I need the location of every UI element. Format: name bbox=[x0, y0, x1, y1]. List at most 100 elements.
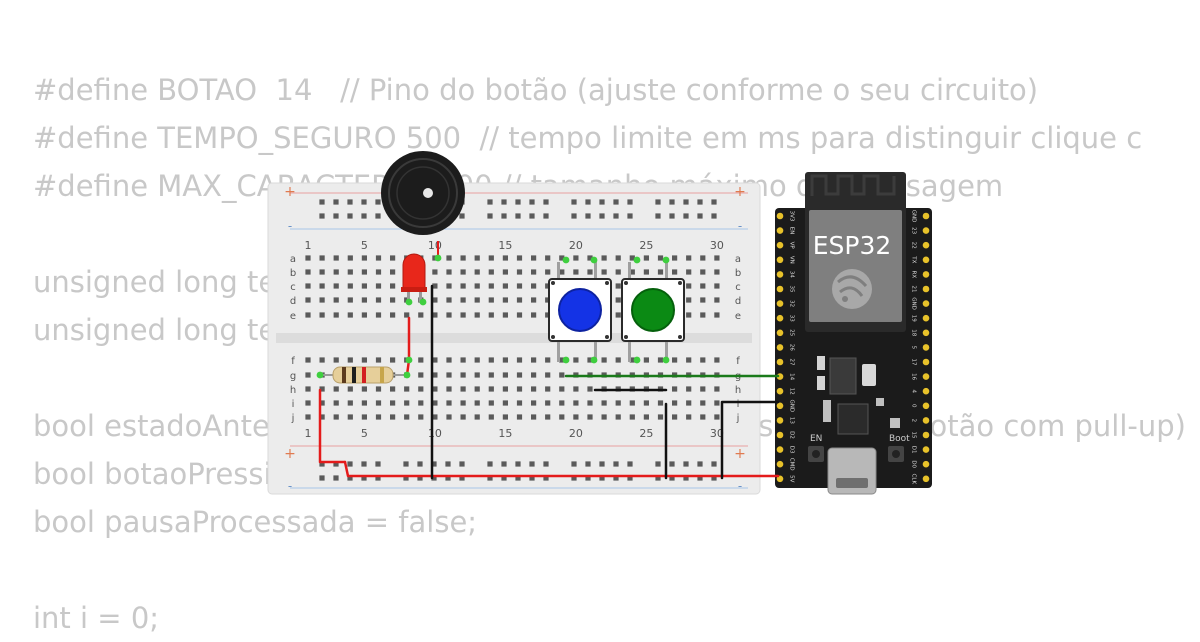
hole bbox=[432, 400, 438, 406]
hole bbox=[319, 283, 325, 289]
hole bbox=[516, 414, 523, 420]
rail-hole bbox=[613, 461, 619, 467]
pin-label: 23 bbox=[911, 227, 917, 234]
hole bbox=[460, 386, 466, 392]
hole bbox=[545, 357, 551, 363]
hole bbox=[502, 386, 508, 392]
hole bbox=[516, 400, 523, 406]
pin-label: D0 bbox=[911, 460, 917, 468]
hole bbox=[531, 297, 537, 303]
hole bbox=[700, 400, 706, 406]
hole bbox=[390, 386, 396, 392]
pin-label: 13 bbox=[789, 417, 795, 424]
hole bbox=[446, 400, 452, 406]
connection-points bbox=[316, 254, 670, 379]
rail-hole bbox=[403, 461, 409, 467]
hole bbox=[474, 357, 480, 363]
hole bbox=[700, 312, 706, 318]
hole bbox=[418, 386, 424, 392]
pin-label: GND bbox=[789, 399, 795, 412]
hole bbox=[643, 357, 649, 363]
hole bbox=[531, 269, 537, 275]
hole bbox=[545, 297, 551, 303]
rail-hole bbox=[599, 213, 605, 219]
rail-hole bbox=[515, 475, 521, 481]
pin-pad bbox=[922, 314, 930, 322]
rail-hole bbox=[529, 199, 535, 205]
hole bbox=[375, 312, 382, 318]
column-number: 5 bbox=[361, 239, 368, 252]
rail-hole bbox=[403, 475, 409, 481]
hole bbox=[347, 297, 353, 303]
rail-hole bbox=[697, 213, 703, 219]
hole bbox=[432, 386, 438, 392]
connection-dot bbox=[590, 356, 598, 364]
hole bbox=[502, 372, 508, 378]
rail-hole bbox=[375, 461, 381, 467]
pin-pad bbox=[922, 373, 930, 380]
rail-hole bbox=[347, 461, 353, 467]
hole bbox=[700, 357, 706, 363]
hole bbox=[375, 283, 382, 289]
hole bbox=[516, 357, 523, 363]
hole bbox=[319, 312, 325, 318]
rail-hole bbox=[585, 213, 591, 219]
rail-hole bbox=[711, 461, 717, 467]
pin-label: 27 bbox=[789, 359, 795, 366]
pin-label: 3V3 bbox=[789, 211, 795, 222]
rail-hole bbox=[711, 475, 717, 481]
hole bbox=[319, 255, 325, 261]
hole bbox=[361, 269, 367, 275]
hole bbox=[615, 297, 621, 303]
rail-hole bbox=[459, 461, 465, 467]
wires bbox=[318, 284, 780, 480]
hole bbox=[474, 269, 480, 275]
hole bbox=[446, 255, 452, 261]
row-letter: d bbox=[735, 296, 741, 307]
pin-pad bbox=[922, 300, 930, 307]
hole bbox=[587, 386, 593, 392]
hole bbox=[686, 414, 692, 420]
pin-label: 19 bbox=[911, 315, 917, 322]
hole bbox=[361, 400, 367, 406]
hole bbox=[545, 312, 551, 318]
hole bbox=[375, 255, 382, 261]
hole bbox=[700, 386, 706, 392]
rail-hole bbox=[431, 475, 437, 481]
code-line: int i = 0; bbox=[33, 601, 160, 635]
pin-label: 4 bbox=[911, 389, 917, 393]
pin-label: 34 bbox=[789, 271, 795, 278]
rail-hole bbox=[445, 475, 451, 481]
hole bbox=[545, 414, 551, 420]
esp32-board: ESP32 EN Boot 3V3ENVPVN34353233252627141… bbox=[775, 172, 932, 495]
connection-dot bbox=[662, 356, 670, 364]
hole bbox=[460, 400, 466, 406]
pin-pad bbox=[922, 285, 930, 293]
pin-label: 5 bbox=[911, 346, 917, 350]
hole bbox=[657, 400, 664, 406]
connection-dot bbox=[316, 371, 324, 379]
hole bbox=[629, 255, 635, 261]
hole bbox=[545, 386, 551, 392]
resistor bbox=[320, 366, 410, 384]
rail-hole bbox=[543, 475, 549, 481]
hole bbox=[347, 386, 353, 392]
pin-label: GND bbox=[911, 210, 917, 223]
hole bbox=[545, 372, 551, 378]
hole bbox=[488, 297, 494, 303]
hole bbox=[531, 283, 537, 289]
hole bbox=[672, 414, 678, 420]
rail-hole bbox=[711, 199, 717, 205]
rail-hole bbox=[333, 475, 339, 481]
hole bbox=[714, 386, 720, 392]
hole bbox=[686, 312, 692, 318]
pin-label: EN bbox=[789, 227, 795, 235]
rail-hole bbox=[697, 475, 703, 481]
code-line: #define BOTAO 14 // Pino do botão (ajust… bbox=[33, 73, 1039, 107]
hole bbox=[446, 386, 452, 392]
hole bbox=[573, 269, 579, 275]
connection-dot bbox=[405, 356, 413, 364]
hole bbox=[333, 283, 339, 289]
hole bbox=[714, 255, 720, 261]
rail-hole bbox=[655, 213, 661, 219]
